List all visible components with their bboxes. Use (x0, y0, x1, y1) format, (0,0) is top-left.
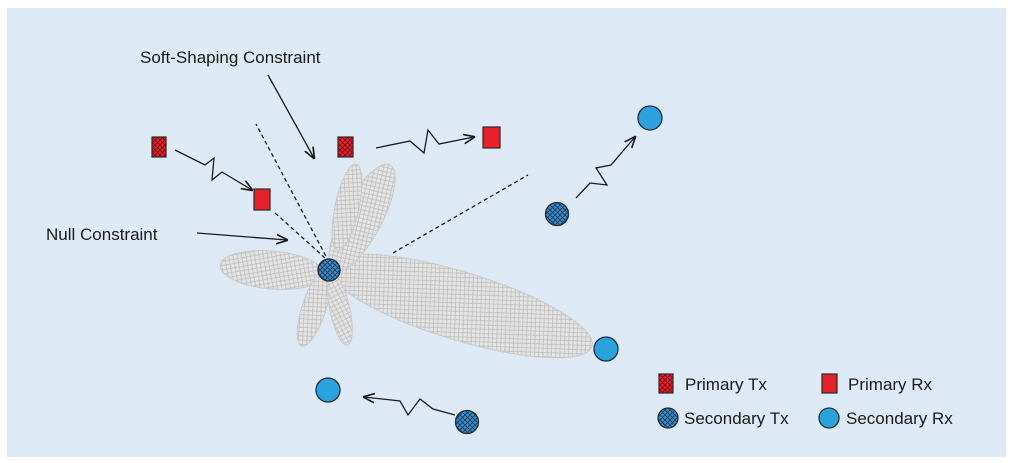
constraint-lines (255, 123, 529, 263)
upper-small-lobe (331, 163, 363, 251)
legend-primary-rx-label: Primary Rx (848, 375, 933, 394)
secondary-tx-nodes (317, 201, 570, 435)
null-constraint-label: Null Constraint (46, 225, 158, 244)
null-constraint-arrow (196, 232, 287, 240)
legend-primary-tx-icon (658, 373, 674, 394)
legend-secondary-rx-label: Secondary Rx (846, 409, 953, 428)
primary-link-2 (375, 128, 474, 155)
secondary-tx-2 (544, 201, 570, 227)
secondary-link-1 (575, 137, 635, 199)
primary-rx-nodes (253, 126, 501, 211)
primary-tx-2 (337, 136, 354, 158)
secondary-tx-center (317, 258, 341, 282)
primary-rx-2 (482, 126, 501, 149)
secondary-rx-1 (637, 105, 663, 131)
legend-primary-tx-label: Primary Tx (685, 375, 767, 394)
soft-shaping-label: Soft-Shaping Constraint (140, 48, 321, 67)
link-arrows (174, 128, 635, 417)
dashed-line-null (273, 211, 326, 259)
primary-tx-nodes (151, 136, 354, 158)
diagram-background (7, 8, 1006, 457)
secondary-link-2 (364, 397, 456, 417)
primary-link-1 (174, 149, 252, 190)
beam-pattern (219, 163, 593, 359)
legend-secondary-rx-icon (818, 407, 840, 429)
soft-shaping-arrow (267, 74, 314, 158)
legend: Primary Tx Primary Rx Secondary Tx Secon… (657, 373, 953, 429)
legend-primary-rx-icon (821, 373, 838, 394)
secondary-tx-3 (454, 409, 480, 435)
secondary-rx-2 (593, 336, 619, 362)
dashed-line-left (255, 123, 330, 263)
secondary-rx-nodes (315, 105, 663, 403)
dashed-line-right (392, 174, 529, 254)
secondary-rx-3 (315, 377, 341, 403)
primary-rx-1 (253, 188, 271, 211)
primary-tx-1 (151, 136, 167, 158)
legend-secondary-tx-label: Secondary Tx (684, 409, 789, 428)
legend-secondary-tx-icon (657, 407, 679, 429)
annotation-arrows (196, 74, 314, 240)
